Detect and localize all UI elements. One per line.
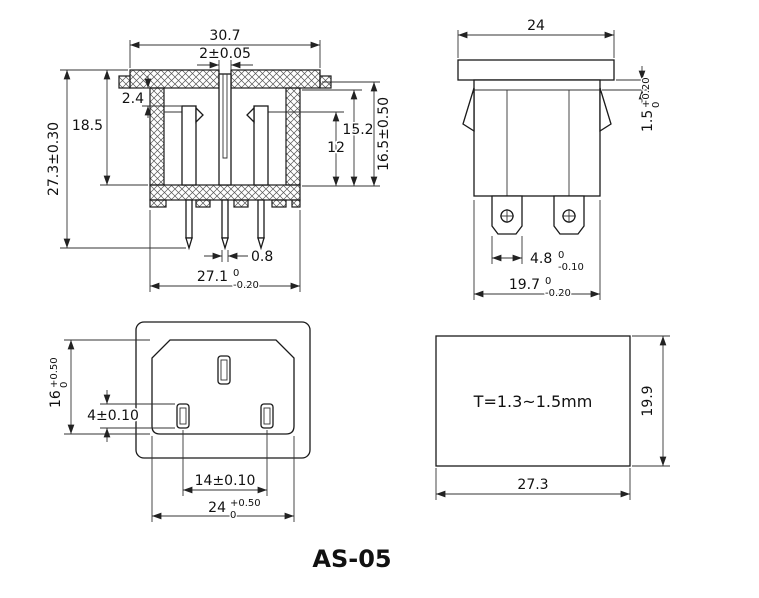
dim-tolerance-lower: 0 <box>230 510 236 521</box>
dim-front-inner-height: 12 <box>288 111 380 187</box>
dim-front-cavity-height: 15.2 <box>302 89 375 186</box>
dim-text: 1.5 <box>640 110 656 132</box>
side-contact-right <box>253 105 269 186</box>
pin-left <box>185 199 193 239</box>
dim-tolerance-upper: 0 <box>545 276 551 287</box>
dim-face-opening-width: 24 +0.50 0 <box>151 436 295 522</box>
dim-tolerance-lower: 0 <box>59 382 70 388</box>
dim-text: 14±0.10 <box>195 473 256 489</box>
dim-text: 27.3±0.30 <box>46 122 62 196</box>
dim-front-pin-thickness: 0.8 <box>204 248 275 267</box>
contact-hook-left <box>195 106 204 124</box>
base-tooth <box>271 199 287 208</box>
dim-side-lip-height: 1.5 +0.20 0 <box>602 66 663 134</box>
earth-pin-detail <box>220 359 228 381</box>
front-section-view: 30.7 2±0.05 18.5 2.4 27.3 <box>45 27 394 293</box>
dim-tolerance-upper: 0 <box>558 250 564 261</box>
dim-panel-width: 27.3 <box>435 468 631 500</box>
dim-side-flange-width: 24 <box>457 17 615 58</box>
flange-top <box>457 59 615 81</box>
dim-text: 4±0.10 <box>87 408 139 424</box>
dim-front-top-width: 30.7 <box>129 27 321 68</box>
dim-text: 16 <box>48 390 64 408</box>
dim-face-pin-size: 4±0.10 <box>86 390 175 442</box>
dim-side-body-width: 19.7 0 -0.20 <box>473 200 601 300</box>
dim-front-body-height: 18.5 <box>60 69 148 186</box>
dim-tolerance-lower: 0 <box>651 102 662 108</box>
drawing-title: AS-05 <box>312 545 391 573</box>
line-pin-right-detail <box>263 407 271 425</box>
dim-text: 19.9 <box>640 385 656 416</box>
dim-text: 16.5±0.50 <box>376 97 392 171</box>
dim-text: 2±0.05 <box>199 46 251 62</box>
side-view: 24 1.5 +0.20 0 4.8 0 -0.10 <box>457 17 663 300</box>
face-view: 16 +0.50 0 4±0.10 14±0.10 24 +0.50 <box>47 321 311 522</box>
dim-tolerance-upper: +0.50 <box>230 498 261 509</box>
dim-tolerance-lower: -0.20 <box>545 288 571 299</box>
snap-clip-left <box>462 87 475 133</box>
dim-text: 27.3 <box>517 477 548 493</box>
dim-front-overall-height: 27.3±0.30 <box>45 70 186 249</box>
snap-clip-right <box>599 87 612 133</box>
base-tooth <box>291 199 301 208</box>
dim-tolerance-upper: +0.50 <box>49 357 60 388</box>
dim-text: 0.8 <box>251 249 273 265</box>
center-contact-slot <box>222 74 228 159</box>
base-tooth <box>149 199 167 208</box>
center-contact <box>218 73 232 186</box>
flange-section-right <box>230 69 321 89</box>
dim-front-slot-width: 2±0.05 <box>197 45 253 70</box>
flange-section-left <box>129 69 220 89</box>
dim-text: 24 <box>208 500 226 516</box>
mounting-ear-left <box>118 75 131 89</box>
dim-tolerance-lower: -0.20 <box>233 280 259 291</box>
dim-tolerance-lower: -0.10 <box>558 262 584 273</box>
pin-center-tip <box>221 237 229 251</box>
body-wall-left <box>149 87 165 186</box>
dim-front-step-height: 2.4 <box>120 76 182 118</box>
dim-tolerance-upper: +0.20 <box>641 77 652 108</box>
pin-left-tip <box>185 237 193 251</box>
base-section <box>149 184 301 201</box>
panel-outline <box>435 335 631 467</box>
dim-text: 19.7 <box>509 277 540 293</box>
dim-front-bottom-width: 27.1 0 -0.20 <box>149 210 301 292</box>
dim-text: 12 <box>327 140 345 156</box>
dim-text: 24 <box>527 18 545 34</box>
dim-tolerance-upper: 0 <box>233 268 239 279</box>
panel-thickness-note: T=1.3~1.5mm <box>473 392 593 411</box>
line-pin-left-detail <box>179 407 187 425</box>
dim-face-pin-pitch: 14±0.10 <box>182 430 268 496</box>
pin-right-tip <box>257 237 265 251</box>
panel-cutout-view: T=1.3~1.5mm 19.9 27.3 <box>435 335 670 500</box>
pin-center <box>221 199 229 239</box>
dim-text: 18.5 <box>72 118 103 134</box>
dim-text: 15.2 <box>342 122 373 138</box>
side-contact-left <box>181 105 197 186</box>
dim-text: 2.4 <box>122 91 144 107</box>
dim-face-opening-height: 16 +0.50 0 <box>47 339 150 435</box>
base-tooth <box>195 199 211 208</box>
body <box>473 79 601 197</box>
body-wall-right <box>285 87 301 186</box>
dim-front-right-height: 16.5±0.50 <box>322 81 394 186</box>
base-tooth <box>233 199 249 208</box>
dim-text: 30.7 <box>209 28 240 44</box>
dim-text: 27.1 <box>197 269 228 285</box>
pin-right <box>257 199 265 239</box>
contact-hook-right <box>246 106 255 124</box>
dim-panel-height: 19.9 <box>632 335 670 467</box>
dim-text: 4.8 <box>530 251 552 267</box>
dim-side-terminal-width: 4.8 0 -0.10 <box>491 236 585 274</box>
